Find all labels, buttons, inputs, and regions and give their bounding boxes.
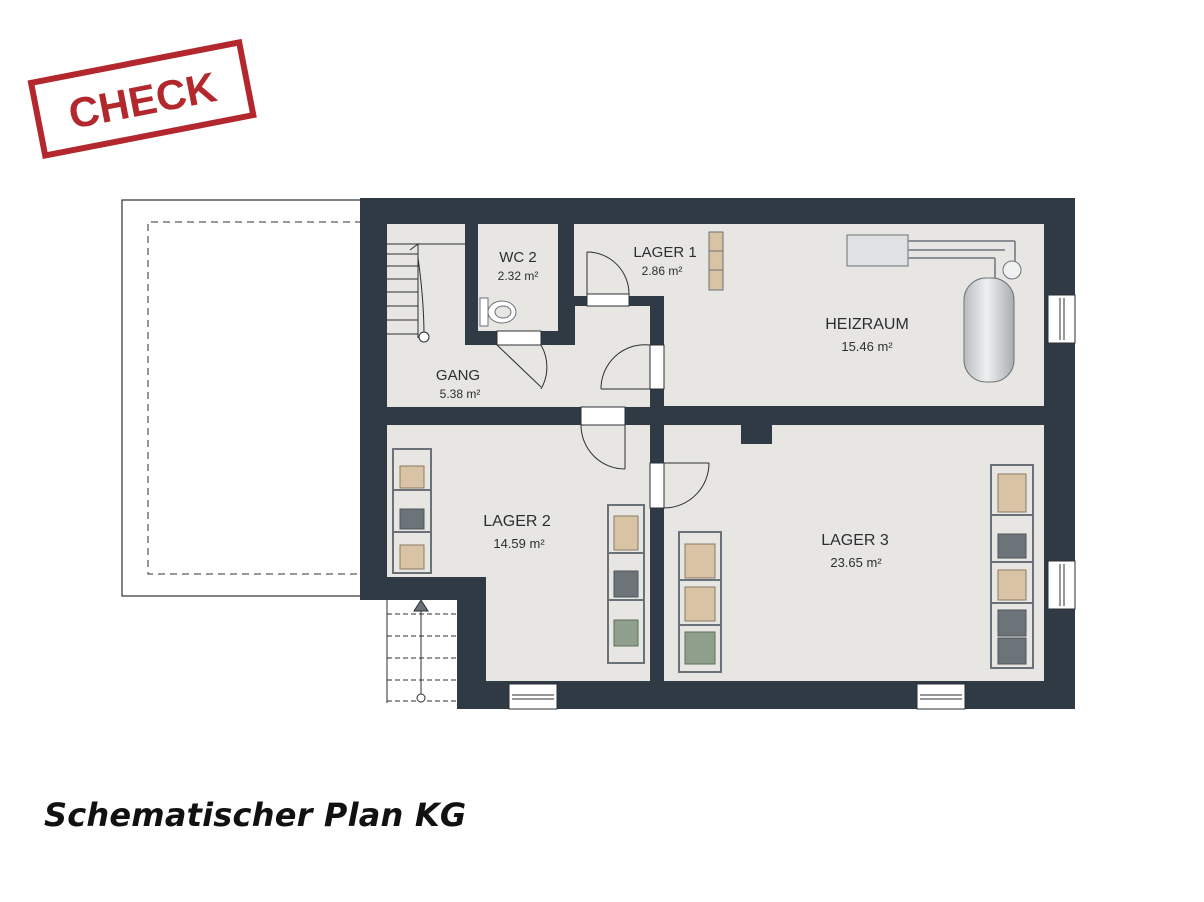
window-lager2 xyxy=(508,683,558,710)
room-area-wc2: 2.32 m² xyxy=(498,269,539,283)
plan-title: Schematischer Plan KG xyxy=(44,796,467,834)
room-label-lager2: LAGER 2 xyxy=(483,513,551,530)
doors xyxy=(496,251,710,509)
terrace-outline xyxy=(121,199,363,597)
room-area-lager3: 23.65 m² xyxy=(830,555,882,570)
room-floors xyxy=(387,224,1044,681)
room-label-lager1: LAGER 1 xyxy=(633,244,696,261)
room-label-heizraum: HEIZRAUM xyxy=(825,316,909,333)
shelf-lager3-left xyxy=(678,531,722,673)
interior-stair xyxy=(387,243,465,343)
room-label-gang: GANG xyxy=(436,367,480,384)
water-tank-icon xyxy=(963,277,1015,383)
window-lager3-east xyxy=(1047,560,1076,610)
exterior-stair xyxy=(386,599,457,703)
room-area-gang: 5.38 m² xyxy=(440,387,481,401)
windows xyxy=(508,294,1076,710)
check-stamp: CHECK xyxy=(27,38,257,160)
room-area-heizraum: 15.46 m² xyxy=(841,339,893,354)
shelf-lager1 xyxy=(708,231,724,291)
window-heizraum xyxy=(1047,294,1076,344)
shelf-lager2-left xyxy=(392,448,432,574)
shelf-lager3-right xyxy=(990,464,1034,669)
room-area-lager1: 2.86 m² xyxy=(642,264,683,278)
floor-lager3 xyxy=(664,425,1044,681)
room-area-lager2: 14.59 m² xyxy=(493,536,545,551)
room-label-lager3: LAGER 3 xyxy=(821,532,889,549)
window-lager3-south xyxy=(916,683,966,710)
shelf-lager2-right xyxy=(607,504,645,664)
floor-lager2 xyxy=(387,425,650,681)
floor-gang xyxy=(387,224,650,407)
room-label-wc2: WC 2 xyxy=(499,249,537,266)
toilet-icon xyxy=(479,297,517,327)
